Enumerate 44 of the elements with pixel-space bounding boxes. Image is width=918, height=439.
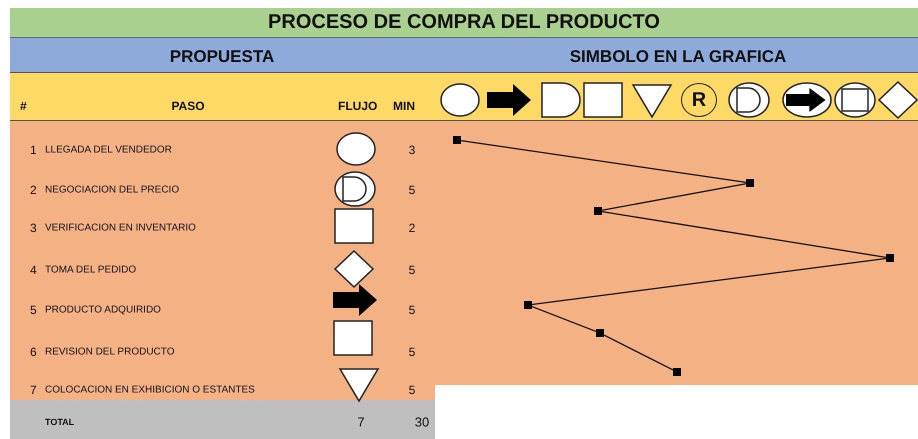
step-number: 2 xyxy=(30,183,37,197)
data-point-marker xyxy=(594,207,602,215)
data-point-marker xyxy=(886,254,894,262)
title: PROCESO DE COMPRA DEL PRODUCTO xyxy=(10,8,918,38)
minutes-value: 3 xyxy=(408,143,416,157)
connector-line xyxy=(532,258,886,306)
minutes-value: 2 xyxy=(408,221,416,235)
section-heading: PROPUESTA xyxy=(170,47,274,67)
total-label: TOTAL xyxy=(45,417,74,427)
total-minutes: 30 xyxy=(414,414,430,430)
data-point-marker xyxy=(453,136,461,144)
step-name: VERIFICACION EN INVENTARIO xyxy=(45,222,196,234)
connector-line xyxy=(460,140,746,184)
data-point-marker xyxy=(746,179,754,187)
data-point-marker xyxy=(673,368,681,376)
step-name: TOMA DEL PEDIDO xyxy=(45,264,136,276)
step-name: COLOCACION EN EXHIBICION O ESTANTES xyxy=(45,384,255,396)
connector-line xyxy=(532,306,596,332)
step-name: NEGOCIACION DEL PRECIO xyxy=(45,184,180,196)
connector-line xyxy=(604,334,674,371)
minutes-value: 5 xyxy=(408,303,416,317)
connector-line xyxy=(602,183,746,211)
minutes-value: 5 xyxy=(408,345,416,359)
step-number: 3 xyxy=(30,221,37,235)
step-name: LLEGADA DEL VENDEDOR xyxy=(45,144,172,156)
column-heading: # xyxy=(20,99,27,113)
step-number: 7 xyxy=(30,383,37,397)
total-steps: 7 xyxy=(357,414,365,430)
minutes-value: 5 xyxy=(408,383,416,397)
column-heading: FLUJO xyxy=(338,99,378,113)
column-heading: MIN xyxy=(393,99,415,113)
data-point-marker xyxy=(524,301,532,309)
step-number: 6 xyxy=(30,345,37,359)
column-heading: PASO xyxy=(171,99,205,113)
step-name: PRODUCTO ADQUIRIDO xyxy=(45,304,161,316)
minutes-value: 5 xyxy=(408,263,416,277)
data-point-marker xyxy=(596,329,604,337)
section-heading: SIMBOLO EN LA GRAFICA xyxy=(570,47,786,67)
step-name: REVISION DEL PRODUCTO xyxy=(45,346,174,358)
step-number: 1 xyxy=(30,143,37,157)
step-number: 4 xyxy=(30,263,37,277)
connector-line xyxy=(602,211,886,258)
step-number: 5 xyxy=(30,303,37,317)
minutes-value: 5 xyxy=(408,183,416,197)
